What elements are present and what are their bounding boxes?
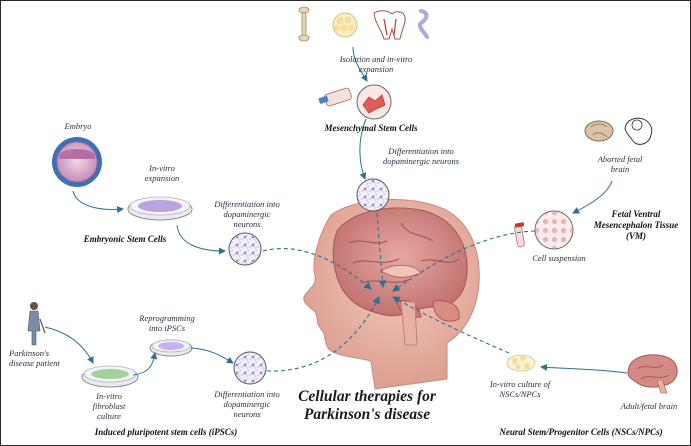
fetus-icon <box>624 117 653 145</box>
reprogramming-label: Reprogramming into iPSCs <box>139 313 195 333</box>
msc-name-label: Mesenchymal Stem Cells <box>324 123 418 133</box>
arrow-patient-fibroblast <box>44 326 94 364</box>
esc-expansion-label: In-vitro expansion <box>144 163 180 183</box>
cell-suspension-label: Cell suspension <box>532 253 586 263</box>
title-line-1: Cellular therapies for <box>298 388 436 405</box>
embryo-icon <box>56 141 98 183</box>
test-tube-icon <box>514 222 525 248</box>
ipsc-neuron-pattern <box>235 353 265 383</box>
msc-source-icons <box>298 6 429 42</box>
diagram-title: Cellular therapies for Parkinson's disea… <box>297 388 437 424</box>
patient-label: Parkinson's disease patient <box>9 348 60 368</box>
head-illustration <box>303 199 480 390</box>
embryo-inner-mass <box>59 149 95 159</box>
adult-brain-label: Adult/fetal brain <box>620 401 678 411</box>
nsc-culture-icon <box>506 354 536 372</box>
arrow-ipsc-brain <box>266 296 380 372</box>
tooth-icon <box>373 10 406 40</box>
arrow-msc-differentiate <box>359 118 367 180</box>
vm-cell-pattern <box>536 212 572 248</box>
nsc-culture-label: In-vitro culture of NSCs/NPCs <box>489 379 551 399</box>
dashed-arrows <box>262 212 536 372</box>
solid-arrows <box>44 46 628 376</box>
title-line-2: Parkinson's disease <box>303 406 431 423</box>
patient-icon <box>27 302 46 346</box>
arrow-adult-nsc <box>540 363 628 374</box>
msc-cell-shape <box>362 94 386 114</box>
arrow-esc-brain <box>262 247 372 290</box>
arrow-msc-brain <box>376 212 387 289</box>
fat-cells-icon <box>332 12 358 38</box>
arrow-vm-brain <box>392 230 536 292</box>
arrow-ipsc-differentiate <box>190 347 234 364</box>
esc-name-label: Embryonic Stem Cells <box>83 234 167 244</box>
ipsc-differentiation-label: Differentiation into dopaminergic neuron… <box>214 389 280 419</box>
bone-icon <box>298 6 310 42</box>
arrow-fetal-suspension <box>572 180 613 214</box>
culture-flask-icon <box>318 87 352 107</box>
fetal-brain-icon <box>584 120 614 142</box>
adult-brain-icon <box>627 354 678 394</box>
msc-neuron-pattern <box>358 180 388 210</box>
arrow-nsc-brain <box>392 296 510 354</box>
aborted-brain-label: Aborted fetal brain <box>597 154 643 174</box>
umbilical-cord-icon <box>417 9 429 39</box>
ipsc-name-label: Induced pluripotent stem cells (iPSCs) <box>94 427 238 437</box>
msc-isolation-label: Isolation and in-vitro expansion <box>339 54 413 74</box>
arrow-fibroblast-ipsc <box>132 352 158 376</box>
fibroblast-dish-icon <box>81 365 139 388</box>
esc-dish-icon <box>127 196 193 221</box>
arrow-msc-isolation <box>352 46 368 82</box>
msc-differentiation-label: Differentiation into dopaminergic neuron… <box>382 146 460 166</box>
nsc-name-label: Neural Stem/Progenitor Cells (NSCs/NPCs) <box>499 427 663 437</box>
esc-differentiation-label: Differentiation into dopaminergic neuron… <box>214 199 280 229</box>
arrow-esc-differentiate <box>176 224 226 255</box>
ipsc-dish-icon <box>149 339 193 357</box>
embryo-label: Embryo <box>64 121 92 131</box>
arrow-embryo-dish <box>72 190 124 214</box>
fibroblast-label: In-vitro fibroblast culture <box>92 391 126 421</box>
vm-name-label: Fetal Ventral Mesencephalon Tissue (VM) <box>593 209 679 241</box>
esc-neuron-pattern <box>230 234 260 264</box>
